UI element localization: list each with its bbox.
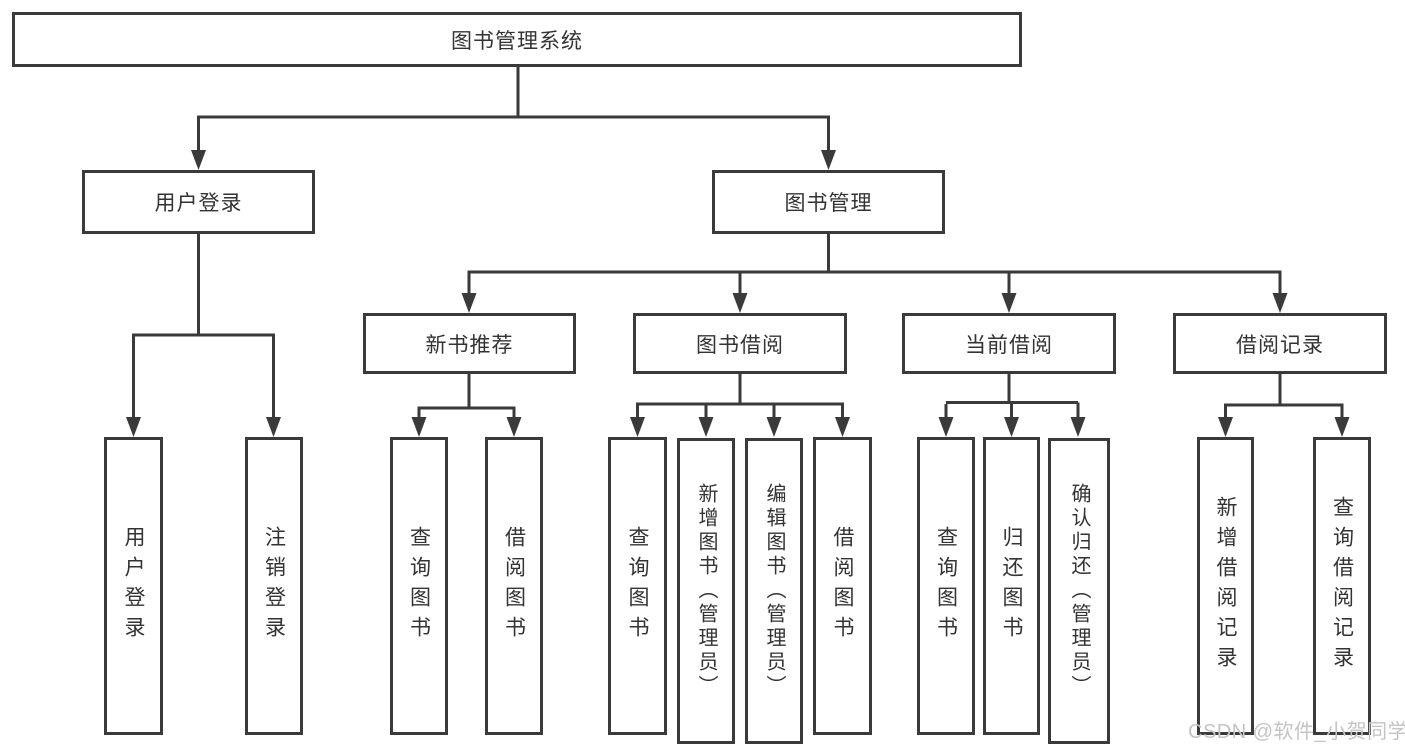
node-book-management-label: 图书管理 (784, 192, 873, 215)
leaf-current-query-book-label: 查询图书 (934, 526, 958, 646)
node-root-label: 图书管理系统 (451, 29, 583, 53)
leaf-records-add-record-label: 新增借阅记录 (1214, 496, 1237, 676)
leaf-current-return-book-label: 归还图书 (1000, 526, 1023, 646)
leaf-newbook-query-book-label: 查询图书 (407, 526, 431, 646)
node-book-borrow: 图书借阅 (633, 313, 847, 374)
leaf-borrow-borrow-book-label: 借阅图书 (831, 526, 854, 646)
leaf-borrow-query-book: 查询图书 (608, 437, 667, 735)
watermark-text: CSDN @软件_小贺同学 (1188, 721, 1405, 743)
leaf-borrow-add-book-admin-label: 新增图书（管理员） (695, 483, 717, 699)
leaf-borrow-borrow-book: 借阅图书 (813, 437, 872, 735)
leaf-borrow-edit-book-admin: 编辑图书（管理员） (745, 438, 803, 744)
node-borrow-records-label: 借阅记录 (1236, 333, 1324, 357)
leaf-records-add-record: 新增借阅记录 (1197, 437, 1254, 735)
leaf-borrow-add-book-admin: 新增图书（管理员） (677, 438, 735, 744)
node-book-borrow-label: 图书借阅 (696, 333, 784, 357)
leaf-current-confirm-return-admin: 确认归还（管理员） (1048, 438, 1110, 744)
leaf-current-query-book: 查询图书 (917, 437, 975, 735)
node-borrow-records: 借阅记录 (1173, 313, 1387, 374)
leaf-newbook-query-book: 查询图书 (390, 437, 448, 735)
node-user-login-label: 用户登录 (154, 192, 243, 215)
node-root: 图书管理系统 (12, 12, 1022, 67)
leaf-newbook-borrow-book-label: 借阅图书 (502, 526, 526, 646)
leaf-current-return-book: 归还图书 (983, 437, 1040, 735)
leaf-logout-login: 注销登录 (245, 437, 303, 735)
leaf-logout-login-label: 注销登录 (262, 526, 286, 646)
leaf-records-query-record-label: 查询借阅记录 (1330, 496, 1354, 676)
leaf-newbook-borrow-book: 借阅图书 (485, 437, 543, 735)
leaf-user-login-label: 用户登录 (122, 526, 145, 646)
leaf-borrow-query-book-label: 查询图书 (626, 526, 649, 646)
node-book-management: 图书管理 (712, 170, 945, 234)
node-new-book-recommend-label: 新书推荐 (425, 333, 514, 357)
leaf-current-confirm-return-admin-label: 确认归还（管理员） (1068, 483, 1090, 699)
node-current-borrow-label: 当前借阅 (965, 333, 1053, 357)
node-current-borrow: 当前借阅 (902, 313, 1116, 374)
leaf-records-query-record: 查询借阅记录 (1313, 437, 1371, 735)
node-new-book-recommend: 新书推荐 (363, 313, 576, 374)
node-user-login: 用户登录 (82, 170, 315, 234)
leaf-borrow-edit-book-admin-label: 编辑图书（管理员） (763, 483, 785, 699)
leaf-user-login: 用户登录 (104, 437, 163, 735)
